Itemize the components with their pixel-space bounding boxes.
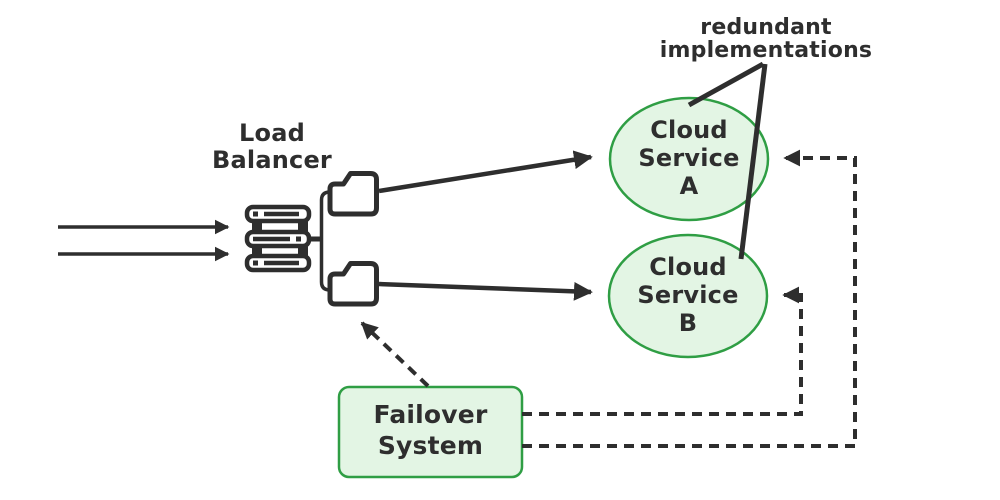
dashed-arrow-to-service-a (522, 149, 857, 448)
annotation-line1: redundant (700, 15, 832, 40)
annotation-line2: implementations (659, 38, 873, 63)
load-balancer-label-line1: Load (239, 119, 305, 147)
cloud-b-line2: Service (637, 281, 739, 309)
folder-icon-route-a (327, 171, 379, 217)
connector-branch (319, 190, 331, 292)
cloud-b-line1: Cloud (649, 253, 727, 281)
annotation-line-to-a (687, 61, 765, 108)
failover-system-label: Failover System (339, 399, 522, 461)
folder-icon-route-b (327, 261, 379, 307)
cloud-service-a-label: Cloud Service A (614, 116, 764, 200)
failover-line1: Failover (373, 400, 488, 429)
failover-line2: System (377, 431, 484, 460)
cloud-a-line2: Service (638, 144, 740, 172)
cloud-a-line1: Cloud (650, 116, 728, 144)
dashed-arrow-to-service-b (522, 286, 803, 416)
cloud-service-a-node (608, 96, 770, 222)
load-balancer-label: Load Balancer (172, 120, 372, 174)
arrow-to-service-b (378, 281, 593, 301)
cloud-service-b-node (607, 233, 769, 359)
redundant-implementations-label: redundant implementations (640, 16, 892, 62)
cloud-a-line3: A (679, 172, 699, 200)
failover-system-box (337, 385, 524, 479)
arrow-to-service-a (378, 150, 593, 194)
dashed-arrow-to-folder (360, 321, 430, 388)
annotation-line-to-b (738, 63, 768, 260)
cloud-service-b-label: Cloud Service B (613, 253, 763, 337)
cloud-b-line3: B (678, 309, 698, 337)
load-balancer-label-line2: Balancer (212, 146, 332, 174)
server-stack-icon (244, 204, 312, 273)
